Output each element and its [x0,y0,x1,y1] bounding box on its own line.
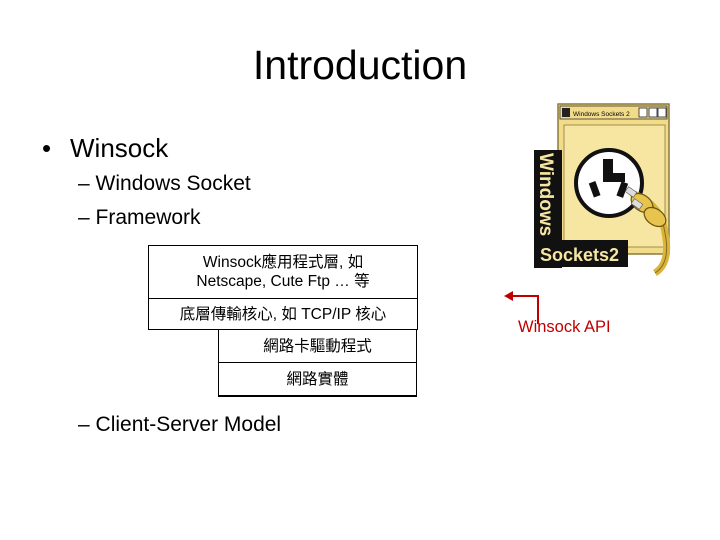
subitem-framework: – Framework [78,206,201,230]
subitem-text: Windows Socket [95,172,251,195]
winsock-api-label: Winsock API [518,318,611,336]
windows-sockets2-logo-icon: Windows Sockets 2 Windows Sockets2 [534,103,671,276]
layer-stack: Winsock應用程式層, 如 Netscape, Cute Ftp … 等 底… [148,245,418,330]
layer-driver: 網路卡驅動程式 [219,330,416,363]
subitem-windows-socket: – Windows Socket [78,172,251,196]
subitem-marker: – [78,172,90,195]
svg-text:Windows: Windows [535,153,556,236]
subitem-client-server: – Client-Server Model [78,413,281,437]
svg-text:Windows Sockets 2: Windows Sockets 2 [573,111,630,118]
bullet-marker: • [42,133,52,163]
subitem-text: Client-Server Model [95,413,282,436]
api-arrow-icon [504,291,539,324]
layer-application: Winsock應用程式層, 如 Netscape, Cute Ftp … 等 [149,246,417,299]
layer-kernel: 底層傳輸核心, 如 TCP/IP 核心 [149,299,417,330]
layer-app-line2: Netscape, Cute Ftp … 等 [196,273,370,290]
layer-stack-lower: 網路卡驅動程式 網路實體 [218,330,417,397]
subitem-text: Framework [95,206,201,229]
page-title: Introduction [252,42,468,88]
subitem-marker: – [78,206,90,229]
layer-hardware: 網路實體 [219,363,416,396]
subitem-marker: – [78,413,90,436]
layer-app-line1: Winsock應用程式層, 如 [202,254,364,271]
layer-kernel-text: 底層傳輸核心, 如 TCP/IP 核心 [179,305,387,323]
bullet-text: Winsock [70,133,169,163]
layer-hardware-text: 網路實體 [286,370,349,388]
svg-text:Sockets2: Sockets2 [540,245,619,265]
layer-driver-text: 網路卡驅動程式 [263,337,372,355]
